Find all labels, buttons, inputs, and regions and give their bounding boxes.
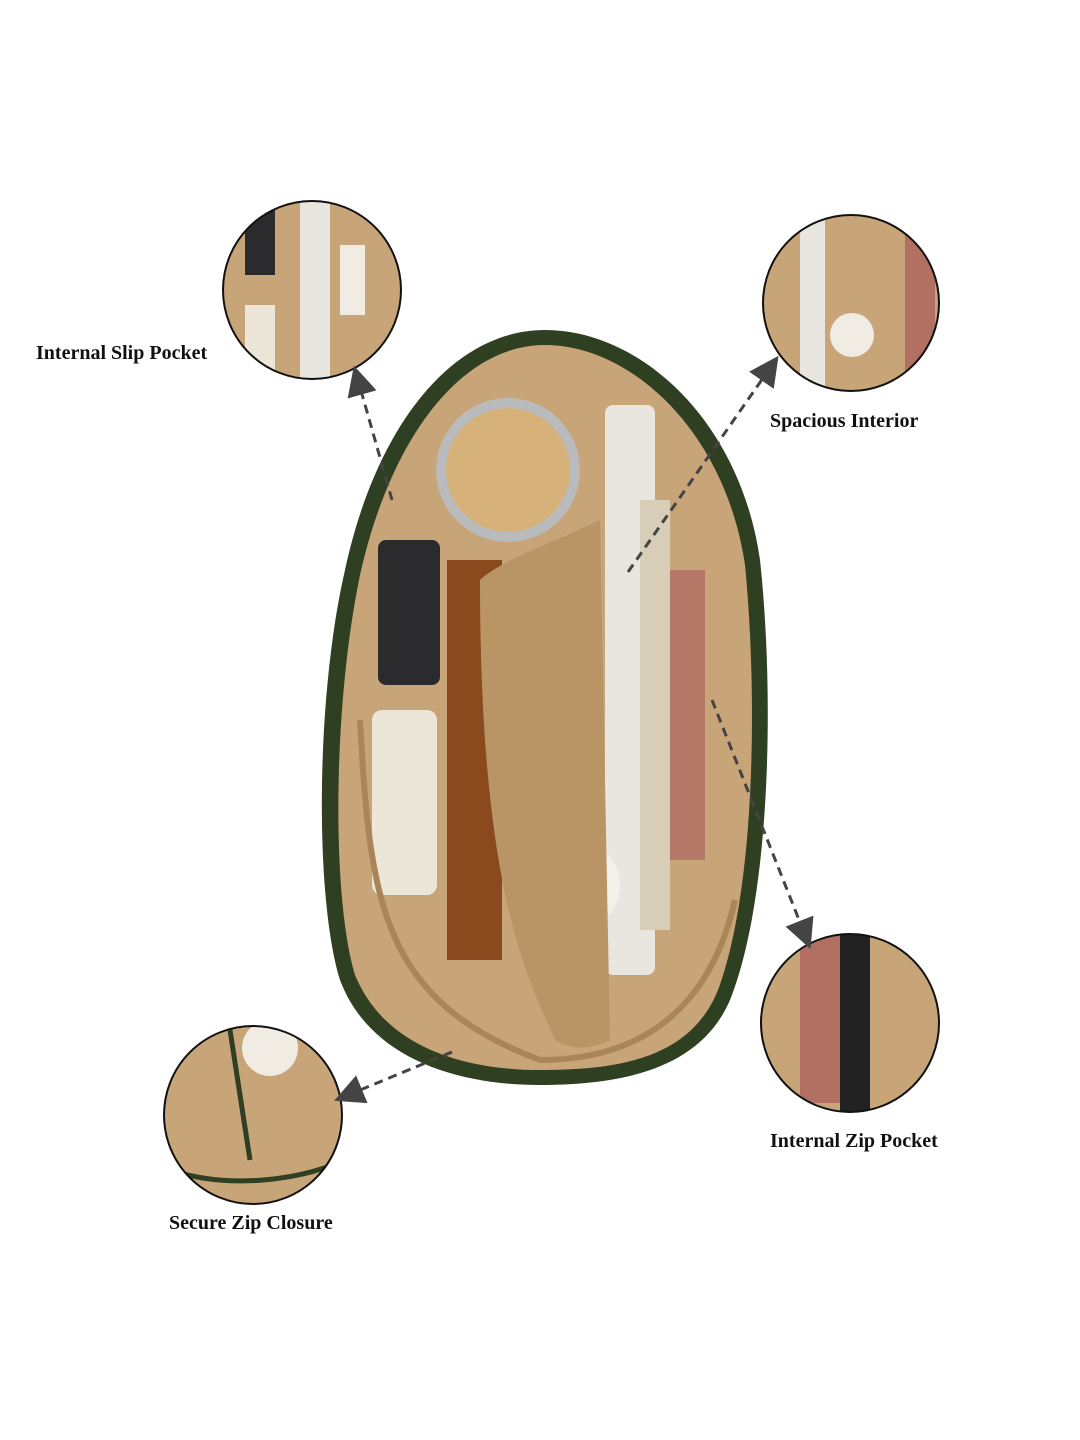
pouch — [372, 710, 437, 895]
bag-photo — [321, 330, 768, 1085]
arrow-spacious-interior — [626, 355, 779, 573]
detail-circle-zip-closure — [163, 1025, 343, 1205]
label-secure-zip-closure: Secure Zip Closure — [169, 1212, 333, 1234]
arrow-slip-pocket — [347, 365, 394, 501]
arrow-zip-pocket — [710, 699, 814, 949]
label-spacious-interior: Spacious Interior — [770, 410, 919, 432]
label-internal-slip-pocket: Internal Slip Pocket — [36, 342, 208, 364]
power-bank — [378, 540, 440, 685]
arrow-zip-closure — [334, 1050, 453, 1104]
detail-circle-slip-pocket — [222, 200, 402, 380]
label-internal-zip-pocket: Internal Zip Pocket — [770, 1130, 938, 1152]
detail-circle-zip-pocket — [760, 933, 940, 1113]
detail-circle-spacious-interior — [762, 214, 940, 392]
